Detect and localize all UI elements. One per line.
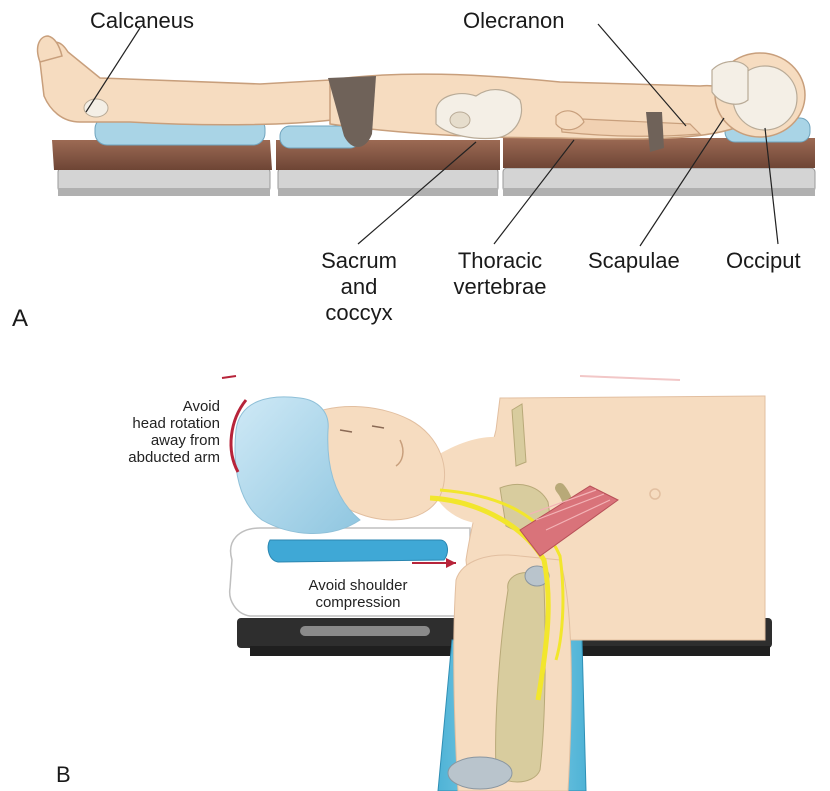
label-thoracic-line-2: vertebrae — [440, 274, 560, 300]
panel-a-illustration — [38, 24, 815, 246]
note-head-line-3: away from — [60, 432, 220, 449]
supine-patient — [38, 36, 805, 139]
patient-torso-b — [430, 396, 765, 791]
operating-table-a — [52, 138, 815, 196]
label-sacrum-coccyx: Sacrum and coccyx — [318, 248, 400, 326]
panel-a-letter: A — [12, 306, 28, 332]
note-shoulder-compression: Avoid shoulder compression — [258, 577, 458, 611]
label-occiput: Occiput — [726, 248, 801, 274]
note-head-rotation: Avoid head rotation away from abducted a… — [60, 398, 220, 466]
label-scapulae: Scapulae — [588, 248, 680, 274]
note-shoulder-line-1: Avoid shoulder — [258, 577, 458, 594]
label-sacrum-line-1: Sacrum — [318, 248, 400, 274]
label-thoracic-vertebrae: Thoracic vertebrae — [440, 248, 560, 300]
label-calcaneus: Calcaneus — [90, 8, 194, 34]
note-head-line-4: abducted arm — [60, 449, 220, 466]
label-olecranon: Olecranon — [463, 8, 565, 34]
note-head-line-1: Avoid — [60, 398, 220, 415]
note-shoulder-line-2: compression — [258, 594, 458, 611]
panel-b-letter: B — [56, 762, 71, 788]
label-sacrum-line-2: and — [318, 274, 400, 300]
patient-head-b — [235, 397, 445, 534]
label-thoracic-line-1: Thoracic — [440, 248, 560, 274]
label-sacrum-line-3: coccyx — [318, 300, 400, 326]
note-head-line-2: head rotation — [60, 415, 220, 432]
